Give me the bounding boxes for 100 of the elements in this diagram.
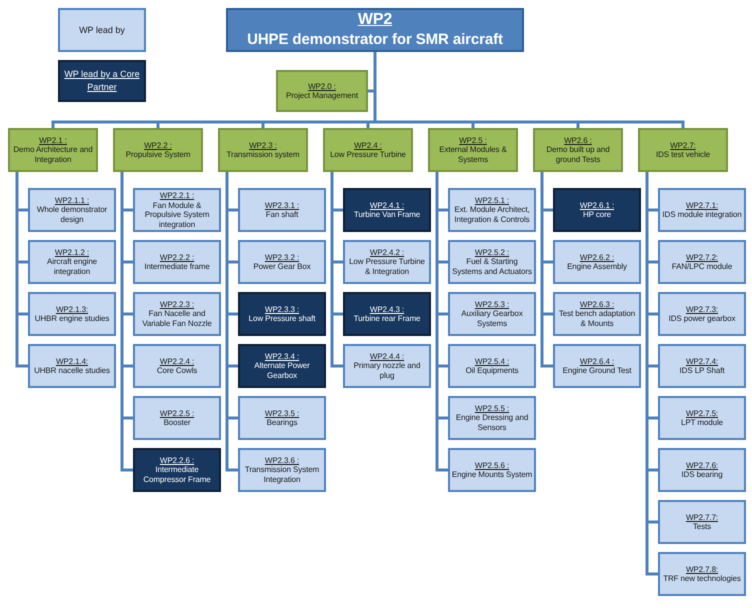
package-title: Project Management bbox=[286, 91, 358, 100]
package-number: WP2.5.6 : bbox=[474, 460, 510, 470]
legend-text: WP lead by a Core Partner bbox=[63, 68, 141, 94]
package-title: IDS module integration bbox=[662, 210, 742, 220]
package-title: Primary nozzle and plug bbox=[352, 361, 422, 380]
connector-line bbox=[226, 172, 238, 472]
package-number: WP2.7.2: bbox=[686, 252, 718, 262]
task-box bbox=[658, 552, 746, 596]
package-title: Turbine rear Frame bbox=[354, 314, 420, 324]
task-box bbox=[658, 240, 746, 284]
task-box bbox=[448, 240, 536, 284]
work-package-box bbox=[638, 128, 728, 172]
work-package-box bbox=[276, 70, 368, 112]
task-box bbox=[28, 292, 116, 336]
task-box bbox=[238, 448, 326, 492]
task-box bbox=[658, 188, 746, 232]
task-box bbox=[133, 292, 221, 336]
package-number: WP2.3.3 : bbox=[264, 304, 300, 314]
task-box bbox=[133, 240, 221, 284]
package-title: Bearings bbox=[266, 418, 298, 428]
package-title: Core Cowls bbox=[156, 366, 198, 376]
package-title: Low Pressure Turbine bbox=[330, 150, 406, 160]
package-number: WP2.5.3 : bbox=[474, 300, 510, 310]
package-number: WP2.5.1 : bbox=[474, 196, 510, 206]
task-box bbox=[133, 188, 221, 232]
work-package-box bbox=[428, 128, 518, 172]
package-number: WP2.2.4 : bbox=[160, 356, 194, 366]
package-title: UHBR nacelle studies bbox=[34, 366, 110, 376]
package-number: WP2.2.6 : bbox=[160, 456, 194, 466]
task-box bbox=[343, 188, 431, 232]
package-number: WP2 bbox=[358, 10, 392, 30]
task-box bbox=[343, 292, 431, 336]
task-box bbox=[553, 344, 641, 388]
task-box bbox=[238, 292, 326, 336]
package-title: Fan Nacelle and Variable Fan Nozzle bbox=[141, 309, 213, 328]
package-number: WP2.6.4 : bbox=[580, 356, 614, 366]
work-package-box bbox=[8, 128, 98, 172]
package-number: WP2.5 : bbox=[459, 136, 487, 146]
package-title: IDS test vehicle bbox=[656, 150, 710, 160]
task-box bbox=[133, 396, 221, 440]
task-box bbox=[553, 240, 641, 284]
package-title: Booster bbox=[164, 418, 190, 428]
task-box bbox=[553, 292, 641, 336]
package-number: WP2.7.4: bbox=[686, 356, 718, 366]
package-number: WP2.6.1 : bbox=[580, 200, 614, 210]
package-title: Engine Dressing and Sensors bbox=[454, 413, 530, 432]
package-title: Propulsive System bbox=[126, 150, 190, 160]
package-title: Low Pressure Turbine & Integration bbox=[348, 257, 426, 276]
package-title: HP core bbox=[582, 210, 612, 220]
task-box bbox=[658, 448, 746, 492]
package-title: Engine Mounts System bbox=[452, 470, 532, 480]
package-number: WP2.7.8: bbox=[686, 564, 718, 574]
task-box bbox=[238, 240, 326, 284]
package-number: WP2.4 : bbox=[354, 140, 382, 150]
package-title: Engine Ground Test bbox=[562, 366, 632, 376]
package-number: WP2.7.6: bbox=[686, 460, 718, 470]
task-box bbox=[133, 344, 221, 388]
task-box bbox=[553, 188, 641, 232]
package-number: WP2.1.3: bbox=[56, 304, 88, 314]
package-number: WP2.6.3 : bbox=[580, 300, 614, 310]
task-box bbox=[28, 344, 116, 388]
package-title: Fuel & Starting Systems and Actuators bbox=[451, 257, 533, 276]
package-title: IDS bearing bbox=[681, 470, 723, 480]
package-number: WP2.5.4 : bbox=[474, 356, 510, 366]
package-number: WP2.3.2 : bbox=[264, 252, 300, 262]
task-box bbox=[658, 500, 746, 544]
package-number: WP2.2.2 : bbox=[160, 252, 194, 262]
package-title: Whole demonstrator design bbox=[36, 205, 108, 224]
package-number: WP2.3 : bbox=[249, 140, 277, 150]
task-box bbox=[448, 188, 536, 232]
package-title: Oil Equipments bbox=[466, 366, 518, 376]
task-box bbox=[343, 344, 431, 388]
package-title: Aircraft engine integration bbox=[46, 257, 98, 276]
package-number: WP2.7.3: bbox=[686, 304, 718, 314]
package-title: Engine Assembly bbox=[567, 262, 627, 272]
package-number: WP2.2 : bbox=[144, 140, 172, 150]
package-number: WP2.7.7: bbox=[686, 512, 718, 522]
package-title: Intermediate frame bbox=[144, 262, 210, 272]
package-title: TRF new technologies bbox=[663, 574, 741, 584]
package-number: WP2.1.1 : bbox=[54, 196, 90, 206]
legend-text: WP lead by bbox=[79, 24, 125, 36]
package-number: WP2.4.4 : bbox=[370, 352, 404, 362]
task-box bbox=[448, 344, 536, 388]
package-title: Transmission system bbox=[226, 150, 300, 160]
package-title: Power Gear Box bbox=[253, 262, 311, 272]
package-title: IDS power gearbox bbox=[668, 314, 736, 324]
task-box bbox=[238, 396, 326, 440]
package-title: Tests bbox=[692, 522, 712, 532]
task-box bbox=[448, 396, 536, 440]
task-box bbox=[343, 240, 431, 284]
package-number: WP2.0 : bbox=[308, 82, 336, 91]
package-title: Demo built up and ground Tests bbox=[545, 145, 611, 164]
package-number: WP2.3.6 : bbox=[264, 456, 300, 466]
task-box bbox=[658, 344, 746, 388]
package-title: Fan shaft bbox=[266, 210, 298, 220]
task-box bbox=[658, 292, 746, 336]
task-box bbox=[28, 188, 116, 232]
connector-line bbox=[436, 172, 448, 472]
package-number: WP2.7.1: bbox=[686, 200, 718, 210]
package-title: Transmission System Integration bbox=[244, 465, 320, 484]
